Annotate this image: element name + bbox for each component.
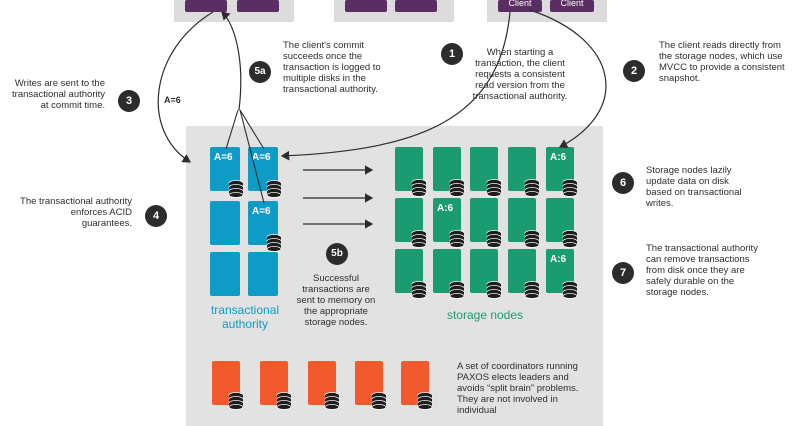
ta-node [248, 252, 278, 296]
storage-nodes-label: storage nodes [446, 308, 524, 322]
client-box [345, 0, 387, 12]
client-box: Client [550, 0, 594, 12]
disk-icon [486, 179, 502, 197]
transactional-authority-label: transactional authority [210, 303, 280, 331]
note-step-4: The transactional authority enforces ACI… [20, 196, 132, 229]
ta-node-value: A=6 [252, 152, 271, 163]
storage-node: A:6 [433, 198, 461, 242]
note-step-5a: The client's commit succeeds once the tr… [283, 40, 381, 95]
disk-icon [266, 234, 282, 252]
client-group-left [174, 0, 294, 22]
disk-icon [562, 179, 578, 197]
disk-icon [411, 179, 427, 197]
client-box [237, 0, 279, 12]
disk-icon [228, 392, 244, 410]
note-step-1: When starting a transaction, the client … [472, 47, 568, 102]
line-commit [239, 109, 265, 204]
arrow-commit [221, 11, 242, 111]
disk-icon [524, 281, 540, 299]
disk-icon [276, 392, 292, 410]
client-box [395, 0, 437, 12]
disk-icon [562, 230, 578, 248]
note-step-3: Writes are sent to the transactional aut… [12, 78, 105, 111]
step-badge-1: 1 [441, 43, 463, 65]
step-badge-2: 2 [623, 60, 645, 82]
disk-icon [524, 179, 540, 197]
storage-node-value: A:6 [437, 203, 454, 214]
arrow-read-storage [529, 9, 607, 148]
ta-node-value: A=6 [252, 206, 271, 217]
step-badge-5a: 5a [249, 61, 271, 83]
ta-node [210, 252, 240, 296]
storage-node-value: A:6 [550, 254, 567, 265]
note-step-2: The client reads directly from the stora… [659, 40, 785, 84]
disk-icon [411, 230, 427, 248]
client-box: Client [498, 0, 542, 12]
note-step-7: The transactional authority can remove t… [646, 243, 758, 298]
client-label: Client [508, 0, 532, 8]
step-badge-3: 3 [118, 90, 140, 112]
disk-icon [449, 179, 465, 197]
line-commit [239, 109, 265, 150]
disk-icon [417, 392, 433, 410]
disk-icon [266, 180, 282, 198]
storage-node-value: A:6 [550, 152, 567, 163]
note-step-3-value: A=6 [164, 95, 181, 105]
disk-icon [411, 281, 427, 299]
client-label: Client [560, 0, 584, 8]
note-step-5b: Successful transactions are sent to memo… [296, 273, 376, 328]
client-group-right: Client Client [487, 0, 607, 22]
step-badge-6: 6 [612, 172, 634, 194]
ta-node-value: A=6 [214, 152, 233, 163]
disk-icon [324, 392, 340, 410]
step-badge-7: 7 [612, 262, 634, 284]
note-step-6: Storage nodes lazily update data on disk… [646, 165, 742, 209]
step-badge-5b: 5b [326, 243, 348, 265]
arrow-read-version [280, 11, 511, 161]
disk-icon [562, 281, 578, 299]
step-badge-4: 4 [145, 205, 167, 227]
disk-icon [486, 230, 502, 248]
arrow-writes [157, 11, 214, 163]
note-coordinators: A set of coordinators running PAXOS elec… [457, 361, 579, 416]
disk-icon [228, 180, 244, 198]
client-group-middle [334, 0, 454, 22]
disk-icon [486, 281, 502, 299]
line-commit [225, 109, 239, 150]
disk-icon [449, 230, 465, 248]
disk-icon [524, 230, 540, 248]
ta-node [210, 201, 240, 245]
client-box [185, 0, 227, 12]
disk-icon [371, 392, 387, 410]
disk-icon [449, 281, 465, 299]
